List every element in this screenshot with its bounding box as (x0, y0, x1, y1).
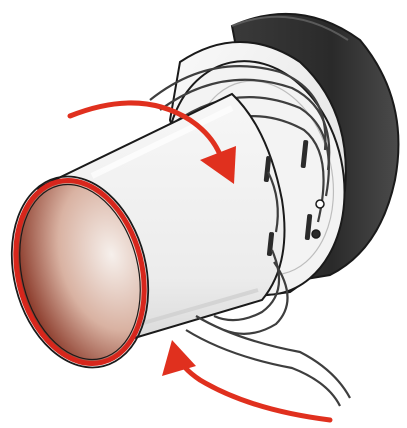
insertion-arrow-bottom (162, 340, 330, 420)
